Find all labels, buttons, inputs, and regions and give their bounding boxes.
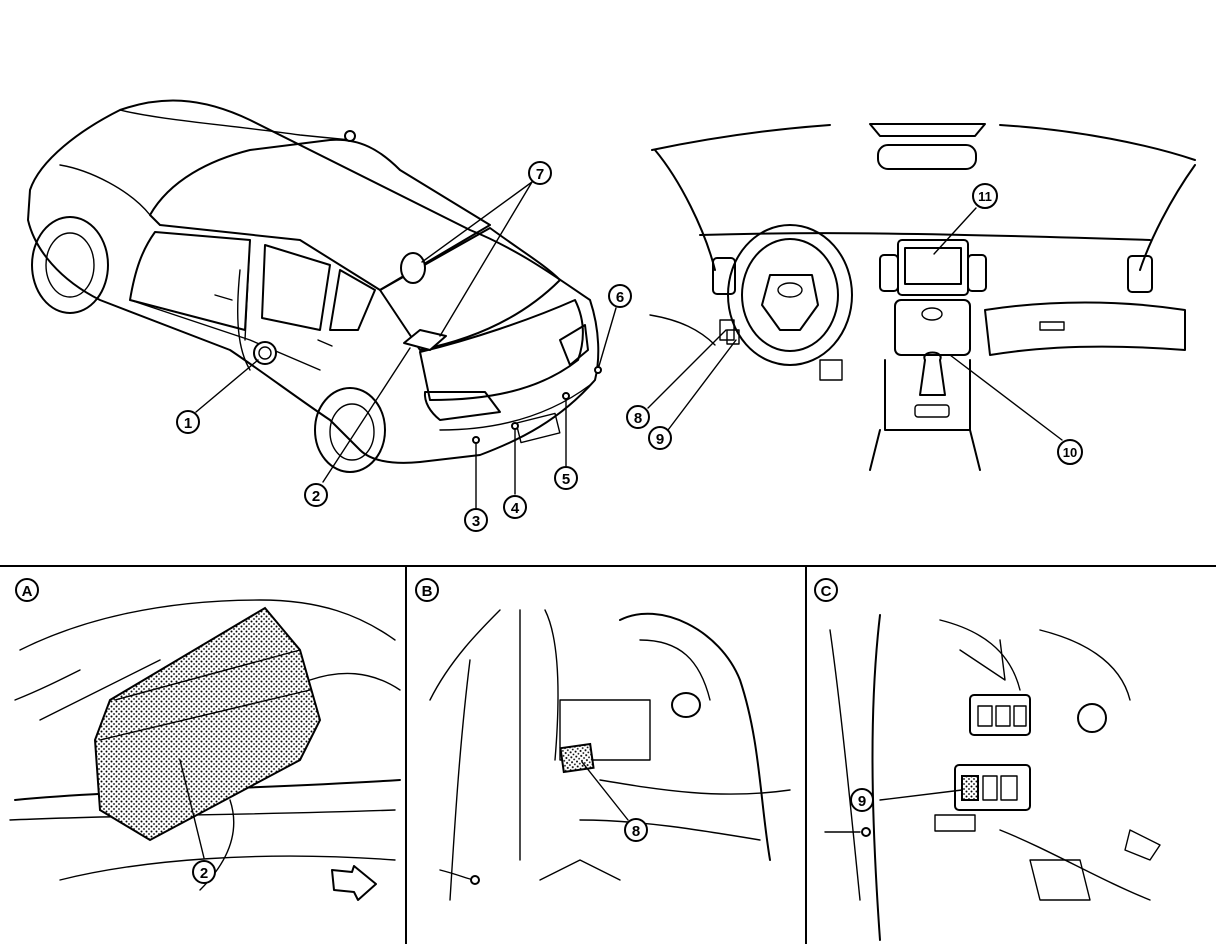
callout-4: 4 [503, 495, 527, 519]
callout-5-label: 5 [562, 471, 570, 488]
panel-labels: A B C [15, 578, 838, 602]
callout-7-label: 7 [536, 166, 544, 183]
callout-11-label: 11 [978, 189, 992, 204]
callout-5: 5 [554, 466, 578, 490]
detail-c-illustration [824, 614, 1161, 941]
detail-c-callout-label: 9 [858, 793, 866, 810]
callout-8: 8 [626, 405, 650, 429]
panel-a-label: A [15, 578, 39, 602]
callout-4-label: 4 [511, 500, 520, 517]
callout-9-label: 9 [656, 431, 664, 448]
panel-c-label-text: C [821, 583, 832, 600]
callout-1: 1 [176, 410, 200, 434]
callout-10-label: 10 [1063, 445, 1077, 460]
vehicle-exterior-view [27, 99, 602, 473]
detail-b-callout: 8 [624, 818, 648, 842]
callout-9: 9 [648, 426, 672, 450]
detail-a-callout-label: 2 [200, 865, 208, 882]
panel-b-label-text: B [422, 583, 433, 600]
panel-dividers [0, 565, 1216, 945]
leader-lines [179, 181, 1063, 859]
panel-b-label: B [415, 578, 439, 602]
detail-b-callout-label: 8 [632, 823, 640, 840]
callout-1-label: 1 [184, 415, 192, 432]
callout-6-label: 6 [616, 289, 624, 306]
detail-a-illustration [9, 599, 401, 901]
callout-10: 10 [1057, 439, 1083, 465]
callout-2-label: 2 [312, 488, 320, 505]
detail-a-callout: 2 [192, 860, 216, 884]
callout-3-label: 3 [472, 513, 480, 530]
detail-c-callout: 9 [850, 788, 874, 812]
detail-b-illustration [429, 609, 791, 901]
callout-6: 6 [608, 284, 632, 308]
callout-8-label: 8 [634, 410, 642, 427]
callout-markers: 1 2 3 4 5 6 7 8 [176, 161, 1083, 884]
callout-2: 2 [304, 483, 328, 507]
callout-11: 11 [972, 183, 998, 209]
panel-c-label: C [814, 578, 838, 602]
vehicle-interior-view [649, 123, 1196, 471]
panel-a-label-text: A [22, 583, 33, 600]
callout-3: 3 [464, 508, 488, 532]
callout-7: 7 [528, 161, 552, 185]
